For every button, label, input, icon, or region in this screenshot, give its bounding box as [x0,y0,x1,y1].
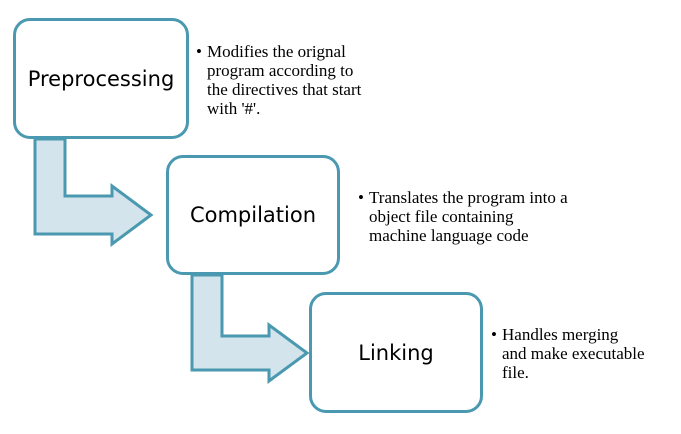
stage-box-linking: Linking [309,292,483,413]
stage-box-compilation: Compilation [166,155,340,275]
note-line: machine language code [369,226,529,245]
note-preprocessing: • Modifies the orignal program according… [196,42,362,118]
bullet-marker: • [196,42,202,61]
stage-label-compilation: Compilation [189,203,317,227]
stage-box-preprocessing: Preprocessing [13,18,189,139]
note-line: file. [502,363,529,382]
note-line: object file containing [369,207,514,226]
note-line: Modifies the orignal [207,42,346,61]
note-line: with '#'. [207,99,261,118]
note-line: program according to [207,61,354,80]
arrow-compilation-to-linking [190,273,310,384]
note-line: Translates the program into a [369,188,568,207]
arrow-preprocessing-to-compilation [33,137,154,247]
bullet-marker: • [358,188,364,207]
bullet-marker: • [491,325,497,344]
note-line: the directives that start [207,80,362,99]
stage-label-preprocessing: Preprocessing [27,66,175,91]
note-line: and make executable [502,344,645,363]
note-linking: • Handles merging and make executable fi… [491,325,645,382]
stage-label-linking: Linking [358,340,434,365]
note-compilation: • Translates the program into a object f… [358,188,568,245]
note-line: Handles merging [502,325,619,344]
